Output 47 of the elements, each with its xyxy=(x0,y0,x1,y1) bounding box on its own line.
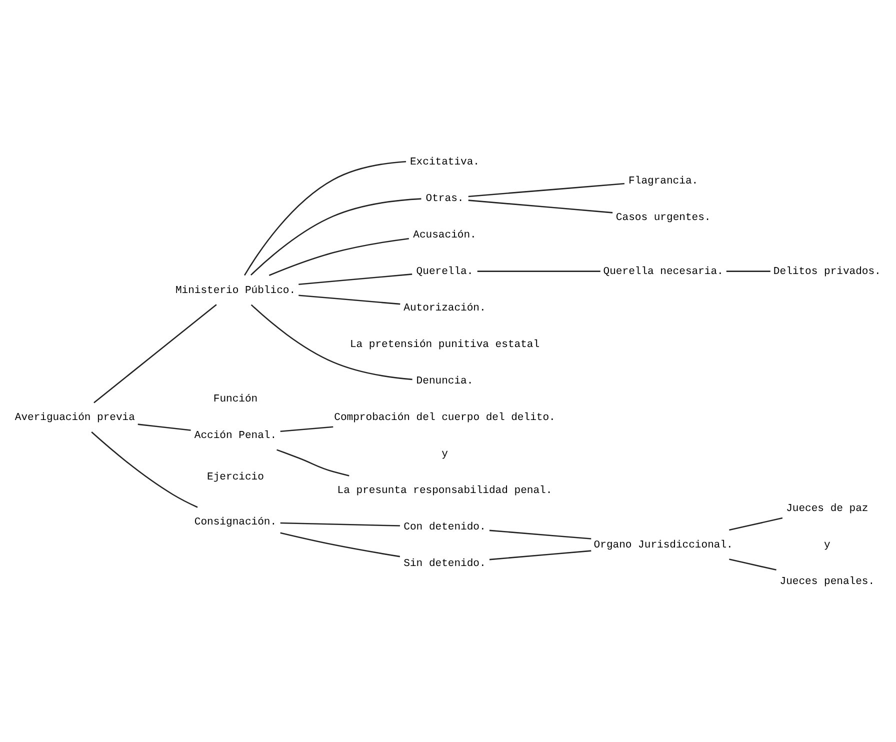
node-text: Delitos privados. xyxy=(773,266,881,278)
connector xyxy=(298,294,400,304)
connector xyxy=(280,532,400,557)
node-text: Jueces penales. xyxy=(780,575,875,588)
connector xyxy=(489,550,592,560)
node-text: Jueces de paz xyxy=(786,502,868,514)
node-text: Otras. xyxy=(426,192,464,205)
connector xyxy=(489,529,592,539)
node-text: Comprobación del cuerpo del delito. xyxy=(334,412,556,424)
connector xyxy=(726,270,770,272)
connector xyxy=(477,270,600,272)
connector xyxy=(138,423,191,430)
label: La pretensión punitiva estatal xyxy=(350,338,540,351)
node-text: La presunta responsabilidad penal. xyxy=(337,484,552,497)
node-text: Acusación. xyxy=(413,229,476,242)
node-text: Casos urgentes. xyxy=(616,211,711,224)
node-text: Con detenido. xyxy=(404,521,486,534)
connector xyxy=(729,516,783,530)
node-text: Excitativa. xyxy=(410,156,480,168)
node-text: Acción Penal. xyxy=(194,429,277,442)
node-text: Denuncia. xyxy=(416,375,474,388)
node-text: Consignación. xyxy=(194,516,277,528)
node-text: Sin detenido. xyxy=(404,558,486,570)
connector xyxy=(280,522,400,526)
connector xyxy=(298,273,412,285)
connector xyxy=(91,431,198,508)
node-text: Querella necesaria. xyxy=(603,266,724,278)
connector xyxy=(250,304,412,380)
connector xyxy=(244,160,406,276)
node-text: Averiguación previa xyxy=(14,412,135,424)
connector xyxy=(468,182,624,197)
label: y xyxy=(442,448,448,460)
node-text: Autorización. xyxy=(404,302,486,314)
connector xyxy=(250,198,422,276)
node-text: Flagrancia. xyxy=(628,174,698,187)
node-text: Ministerio Público. xyxy=(175,284,296,296)
label: Función xyxy=(213,392,258,405)
connector xyxy=(268,237,409,276)
connector xyxy=(276,448,350,476)
connector xyxy=(94,304,217,403)
label: Ejercicio xyxy=(207,470,264,483)
node-text: Organo Jurisdiccional. xyxy=(594,538,733,551)
connector xyxy=(280,426,334,432)
connector xyxy=(729,558,776,570)
label: y xyxy=(824,538,830,551)
connector xyxy=(468,199,613,213)
node-text: Querella. xyxy=(416,266,474,278)
